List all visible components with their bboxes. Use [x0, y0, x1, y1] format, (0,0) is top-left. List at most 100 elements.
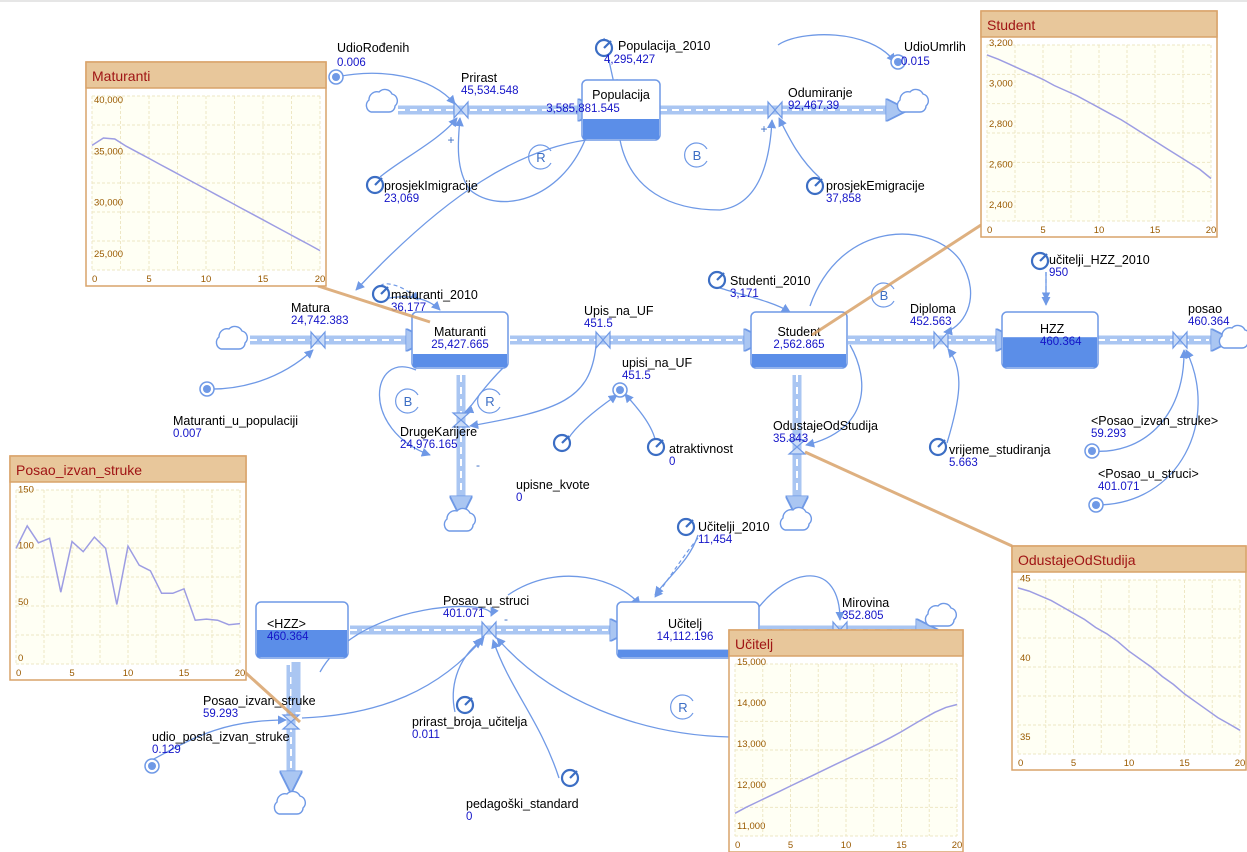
constant-icon[interactable] — [612, 382, 628, 398]
flow-valve-icon[interactable] — [453, 100, 469, 120]
dial-gauge-icon[interactable] — [560, 768, 580, 788]
stock-populacija[interactable] — [581, 79, 661, 141]
constant-icon[interactable] — [144, 758, 160, 774]
constant-icon[interactable] — [1088, 497, 1104, 513]
variable-name: Maturanti — [434, 325, 486, 339]
stock-student[interactable] — [750, 311, 848, 369]
dial-gauge-icon[interactable] — [371, 284, 391, 304]
polarity-sign: + — [760, 122, 767, 136]
stock-maturanti[interactable] — [411, 311, 509, 369]
stock-level-bar — [257, 630, 347, 657]
variable-value: 2,562.865 — [773, 339, 824, 351]
flow-valve-icon[interactable] — [310, 330, 326, 350]
x-tick-label: 20 — [1235, 758, 1246, 769]
flow-valve-icon[interactable] — [481, 620, 497, 640]
variable-name: Studenti_2010 — [730, 274, 811, 288]
constant-icon[interactable] — [328, 69, 344, 85]
stocks-layer — [255, 79, 1099, 659]
cloud-icon — [779, 506, 812, 531]
loop-polarity-label: B — [880, 288, 889, 303]
dial-gauge-icon[interactable] — [1030, 251, 1050, 271]
stock-hzz[interactable] — [1001, 311, 1099, 369]
dial-gauge-icon[interactable] — [594, 38, 614, 58]
stock-level-bar — [413, 354, 507, 367]
constant-icon[interactable] — [199, 381, 215, 397]
y-tick-label: 3,200 — [989, 38, 1013, 49]
x-tick-label: 5 — [1040, 225, 1045, 236]
variable-value: 0 — [669, 456, 675, 468]
variable-name: udio_posla_izvan_struke — [152, 730, 290, 744]
variable-name: atraktivnost — [669, 442, 733, 456]
flow-valve-icon[interactable] — [767, 100, 783, 120]
dial-gauge-icon[interactable] — [676, 517, 696, 537]
flow-valve-icon[interactable] — [595, 330, 611, 350]
stock-hzz-shadow[interactable] — [255, 601, 349, 659]
dial-gauge-icon[interactable] — [455, 695, 475, 715]
constant-icon[interactable] — [1084, 443, 1100, 459]
dial-gauge-icon[interactable] — [646, 437, 666, 457]
dial-gauge-icon[interactable] — [552, 433, 572, 453]
flow-valve-icon[interactable] — [1172, 330, 1188, 350]
flow-valve-icon[interactable] — [933, 330, 949, 350]
causal-link-arrow — [464, 365, 506, 414]
dial-gauge-icon[interactable] — [928, 437, 948, 457]
flow-valve-icon[interactable] — [451, 412, 471, 428]
label-hzz-shadow[interactable]: <HZZ>460.364 — [267, 617, 309, 643]
x-tick-label: 0 — [92, 274, 97, 285]
constant-icon[interactable] — [890, 54, 906, 70]
variable-value: 24,976.165 — [400, 439, 458, 451]
panel-title: Student — [987, 17, 1035, 33]
label-posao-u-struci-ghost[interactable]: <Posao_u_struci>401.071 — [1098, 467, 1199, 493]
loop-polarity-label: B — [693, 148, 702, 163]
panel-title: Posao_izvan_struke — [16, 462, 142, 478]
dial-gauge-icon[interactable] — [365, 175, 385, 195]
variable-value: 950 — [1049, 267, 1068, 279]
dial-gauge-icon[interactable] — [707, 270, 727, 290]
flow-valve-icon[interactable] — [787, 439, 807, 455]
variable-name: DrugeKarijere — [400, 425, 477, 439]
initial-value-link — [380, 283, 419, 301]
x-tick-label: 10 — [201, 274, 212, 285]
variable-name: Matura — [291, 301, 330, 315]
dial-gauge-icon[interactable] — [805, 176, 825, 196]
panel-title: OdustajeOdStudija — [1018, 552, 1136, 568]
loop-marker-B: B — [684, 142, 708, 168]
variable-value: 451.5 — [622, 370, 651, 382]
label-posao-izvan-struke-ghost[interactable]: <Posao_izvan_struke>59.293 — [1091, 414, 1218, 440]
